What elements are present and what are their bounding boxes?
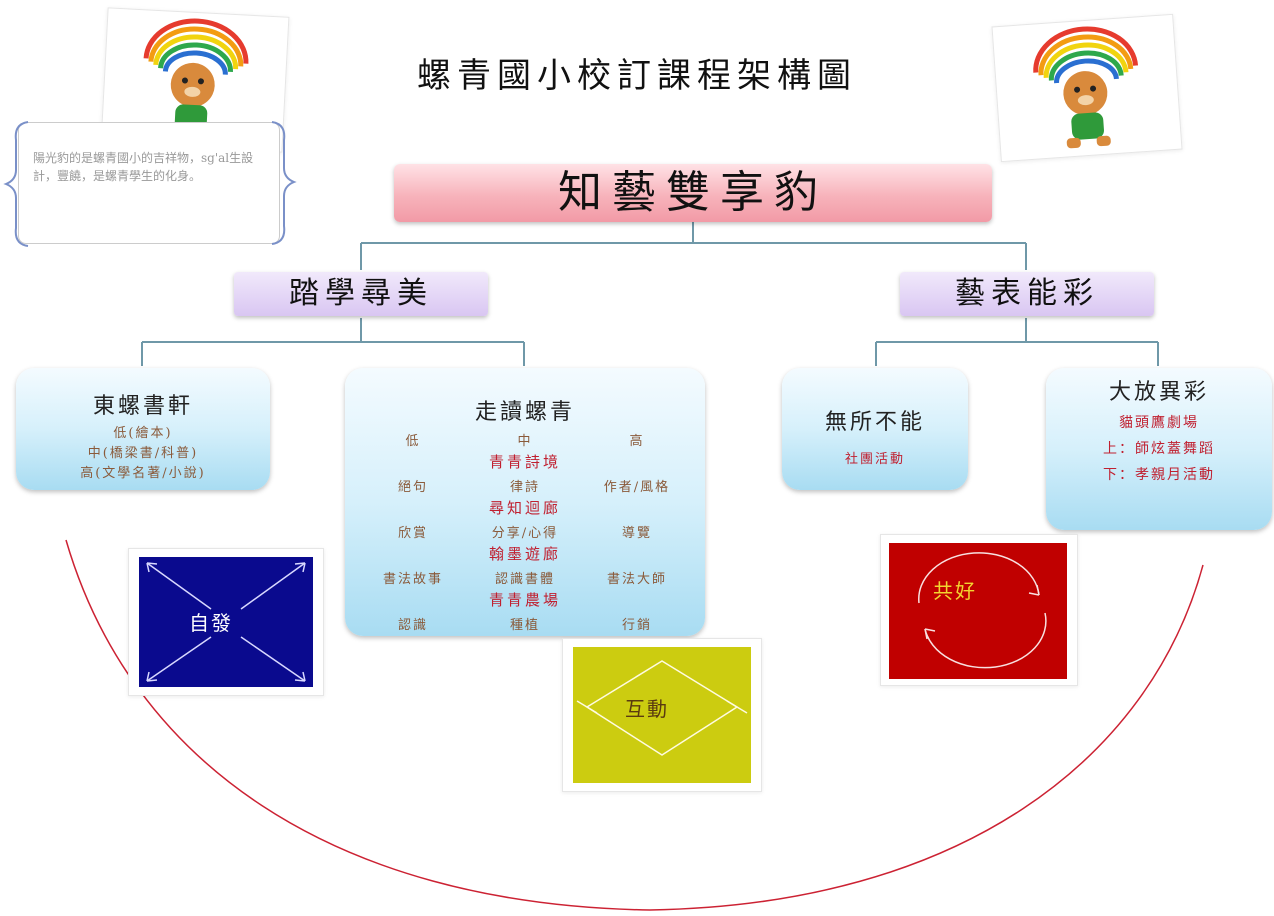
panel-gonghao-bg: 共好: [889, 543, 1067, 679]
section-cell: 導覽: [621, 526, 652, 541]
leaf-line: 下：孝親月活動: [1103, 467, 1215, 483]
panel-gonghao-label: 共好: [933, 579, 977, 603]
root-connector: [360, 222, 1027, 270]
leaf-line: 貓頭鷹劇場: [1119, 415, 1199, 431]
level-label: 高: [629, 434, 645, 449]
section-name: 青青農場: [488, 591, 561, 609]
section-cell: 律詩: [509, 480, 540, 495]
mascot-card-right: [991, 13, 1183, 163]
level-header-row: 低 中 高: [357, 430, 693, 449]
left-brace-icon: [3, 121, 29, 247]
mascot-note: 陽光豹的是螺青國小的吉祥物，sg'al生設計，豐饒，是螺青學生的化身。: [18, 122, 280, 244]
section-cell: 認識書體: [494, 572, 555, 587]
brace-decorations: [3, 121, 297, 247]
leaf-node-zoudu: 走讀螺青 低 中 高 青青詩境 絕句 律詩 作者/風格 尋知迴廊 欣賞 分享/心…: [345, 368, 705, 636]
section-row: 絕句 律詩 作者/風格: [357, 476, 693, 495]
leaf-node-wusuo: 無所不能 社團活動: [782, 368, 968, 490]
diverging-arrows-icon: [146, 562, 306, 682]
cycle-arrows-icon: [918, 552, 1047, 669]
root-node: 知藝雙享豹: [394, 164, 992, 222]
panel-hudong-label: 互動: [625, 697, 669, 721]
leaf-title: 東螺書軒: [92, 394, 193, 419]
section-cell: 絕句: [397, 480, 428, 495]
leaf-lines: 貓頭鷹劇場 上：師炫蓋舞蹈 下：孝親月活動: [1046, 410, 1272, 488]
leaf-node-dafang: 大放異彩 貓頭鷹劇場 上：師炫蓋舞蹈 下：孝親月活動: [1046, 368, 1272, 530]
leaf-node-dongluo: 東螺書軒 低(繪本) 中(橋梁書/科普) 高(文學名著/小說): [16, 368, 270, 490]
section-cell: 行銷: [621, 618, 652, 633]
section-name: 尋知迴廊: [488, 499, 561, 517]
section-cell: 種植: [509, 618, 540, 633]
diamond-outline-icon: [576, 660, 748, 756]
leaf-line: 中(橋梁書/科普): [87, 446, 199, 461]
panel-gonghao: 共好: [880, 534, 1078, 686]
section-cell: 欣賞: [397, 526, 428, 541]
level-label: 中: [517, 434, 533, 449]
leaf-line: 高(文學名著/小說): [80, 466, 206, 481]
branch-node-left: 踏學尋美: [234, 272, 488, 316]
section-cell: 認識: [397, 618, 428, 633]
leaf-line: 上：師炫蓋舞蹈: [1103, 441, 1215, 457]
page-title: 螺青國小校訂課程架構圖: [417, 56, 857, 96]
level-label: 低: [405, 434, 421, 449]
mascot-note-text: 陽光豹的是螺青國小的吉祥物，sg'al生設計，豐饒，是螺青學生的化身。: [33, 151, 254, 183]
left-branch-connector: [141, 318, 525, 366]
red-arc: [65, 539, 1204, 911]
section-name: 翰墨遊廊: [488, 545, 561, 563]
section-cell: 分享/心得: [491, 526, 559, 541]
panel-hudong: 互動: [562, 638, 762, 792]
section-row: 認識 種植 行銷: [357, 614, 693, 633]
leaf-title: 大放異彩: [1108, 380, 1209, 405]
section-name: 青青詩境: [488, 453, 561, 471]
panel-zifa-label: 自發: [189, 611, 233, 635]
leaf-lines: 低(繪本) 中(橋梁書/科普) 高(文學名著/小說): [16, 424, 270, 484]
panel-zifa-bg: 自發: [139, 557, 313, 687]
right-brace-icon: [271, 121, 297, 245]
section-cell: 書法大師: [606, 572, 667, 587]
leaf-title: 走讀螺青: [474, 400, 575, 425]
branch-node-right: 藝表能彩: [900, 272, 1154, 316]
right-branch-connector: [875, 318, 1159, 366]
panel-hudong-bg: 互動: [573, 647, 751, 783]
leaf-title: 無所不能: [824, 410, 925, 435]
section-row: 書法故事 認識書體 書法大師: [357, 568, 693, 587]
leopard-mascot-icon: [1033, 26, 1139, 149]
leaf-line: 社團活動: [844, 452, 905, 467]
section-row: 欣賞 分享/心得 導覽: [357, 522, 693, 541]
section-cell: 作者/風格: [603, 480, 671, 495]
leaf-line: 低(繪本): [113, 426, 173, 441]
panel-zifa: 自發: [128, 548, 324, 696]
section-cell: 書法故事: [382, 572, 443, 587]
